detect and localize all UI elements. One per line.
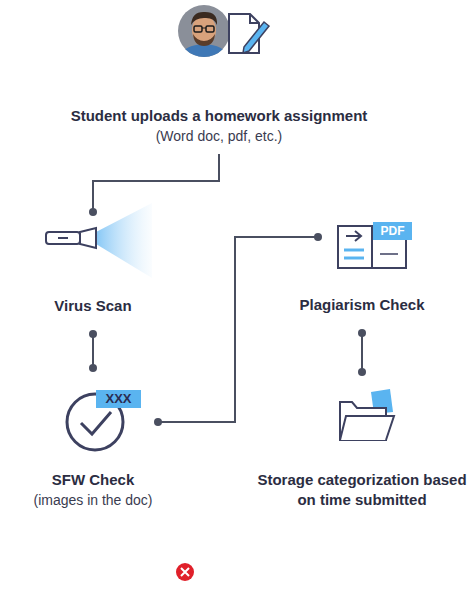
upload-step: Student uploads a homework assignment(Wo… [20, 4, 418, 154]
check-step: SFW Check(images in the doc) [28, 368, 158, 520]
connector-dot [314, 233, 322, 241]
error-mark [176, 563, 194, 581]
connector-dot [154, 418, 162, 426]
folder-icon [340, 389, 394, 440]
flashlight-icon [46, 203, 152, 278]
connector-dot [358, 329, 366, 337]
flow-connector [158, 237, 318, 422]
book-icon [338, 222, 412, 268]
step-note: (images in the doc) [33, 490, 152, 510]
flow-connector [92, 334, 94, 368]
step-title: Storage categorization based on time sub… [254, 470, 470, 510]
connector-dot [89, 364, 97, 372]
connector-dot [89, 208, 97, 216]
connector-dot [89, 330, 97, 338]
badge [96, 390, 141, 408]
badge [373, 222, 412, 240]
step-title: SFW Check [52, 470, 135, 490]
badge-text: XXX [96, 390, 141, 408]
connector-dot [358, 368, 366, 376]
step-title: Virus Scan [54, 296, 131, 316]
document-icon [229, 14, 269, 53]
badge-text: PDF [373, 222, 412, 240]
flow-connector [361, 333, 363, 372]
scan-step: Virus Scan [33, 212, 153, 334]
flow-connector [93, 154, 219, 212]
step-note: (Word doc, pdf, etc.) [156, 126, 283, 146]
avatar-photo [176, 4, 232, 62]
storage-step: Storage categorization based on time sub… [254, 372, 470, 518]
step-title: Student uploads a homework assignment [71, 106, 368, 126]
check-icon [67, 390, 141, 450]
step-title: Plagiarism Check [299, 295, 424, 315]
